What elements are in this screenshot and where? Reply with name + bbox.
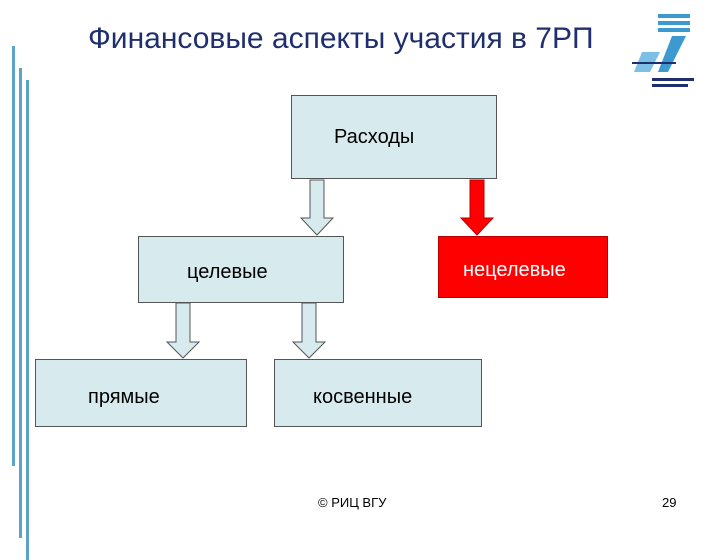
node-non-targeted: нецелевые <box>438 236 608 298</box>
slide-title: Финансовые аспекты участия в 7РП <box>88 22 594 55</box>
node-direct: прямые <box>35 359 247 427</box>
node-targeted: целевые <box>138 236 344 303</box>
page-number: 29 <box>662 495 677 510</box>
node-indirect: косвенные <box>274 359 482 427</box>
arrow-root-to-targeted <box>299 179 335 236</box>
diagram-arrows <box>165 179 495 359</box>
node-non-targeted-label: нецелевые <box>463 259 566 281</box>
node-expenses-label: Расходы <box>334 126 415 148</box>
arrow-root-to-non-targeted <box>459 179 495 236</box>
node-targeted-label: целевые <box>187 261 268 283</box>
node-direct-label: прямые <box>88 386 160 408</box>
title-underline <box>632 62 676 64</box>
arrow-targeted-to-indirect <box>291 302 327 359</box>
footer-copyright: © РИЦ ВГУ <box>318 495 387 510</box>
node-indirect-label: косвенные <box>313 386 413 408</box>
node-expenses: Расходы <box>291 95 497 179</box>
arrow-targeted-to-direct <box>165 302 201 359</box>
